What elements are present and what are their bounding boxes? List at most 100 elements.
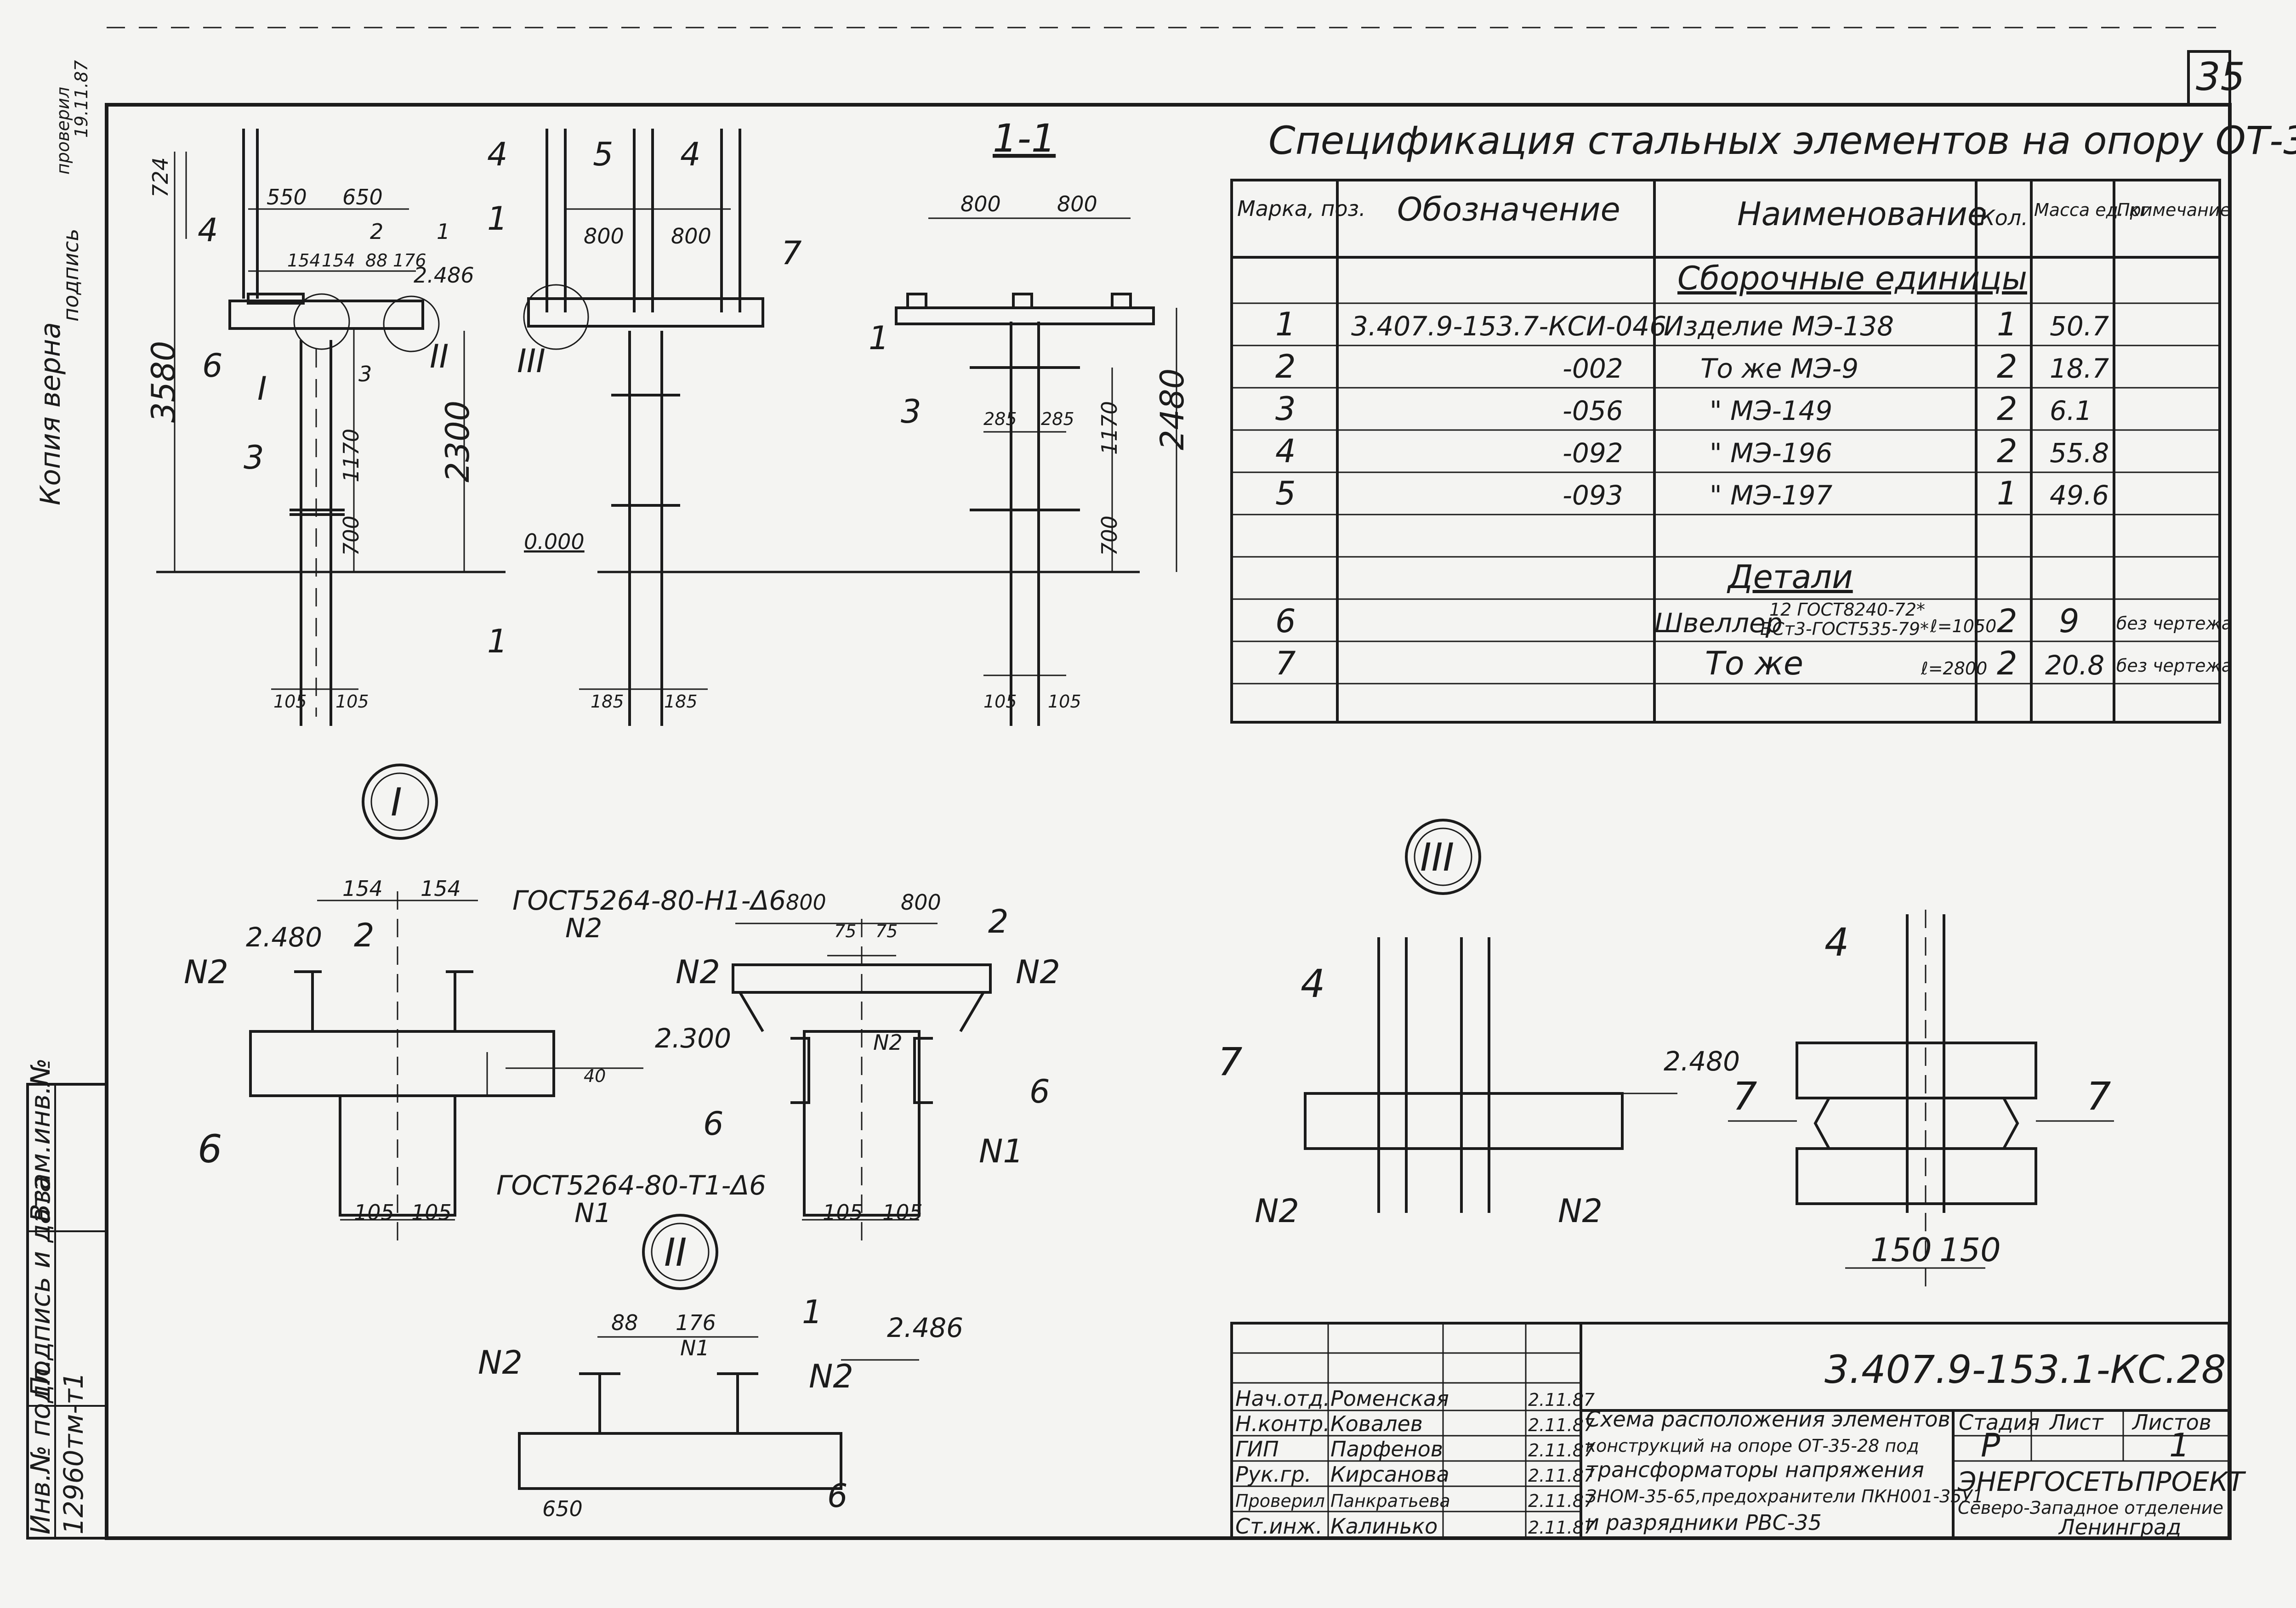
pos-6-detII: 6 xyxy=(827,1477,848,1515)
svg-text:конструкций на опоре ОТ-35-28: конструкций на опоре ОТ-35-28 под xyxy=(1586,1436,1919,1456)
svg-text:2: 2 xyxy=(1997,348,2018,385)
section-assemblies: Сборочные единицы xyxy=(1677,260,2027,297)
detail-III-label: III xyxy=(1420,835,1454,880)
svg-text:Швеллер: Швеллер xyxy=(1654,607,1783,639)
svg-text:Схема расположения элементов: Схема расположения элементов xyxy=(1586,1407,1950,1432)
svg-text:154: 154 xyxy=(287,250,321,271)
pos-5-side: 5 xyxy=(593,136,614,173)
spec-detail-row: 6 Швеллер 12 ГОСТ8240-72* ВСт3-ГОСТ535-7… xyxy=(1275,600,2232,640)
gost-t1-detI: ГОСТ5264-80-Т1-Δ6 xyxy=(496,1170,766,1201)
weld-N1-detII: N1 xyxy=(680,1336,710,1360)
svg-text:" МЭ-197: " МЭ-197 xyxy=(1710,480,1832,511)
svg-text:105: 105 xyxy=(411,1200,452,1225)
svg-text:2: 2 xyxy=(1997,432,2018,470)
svg-text:800: 800 xyxy=(584,224,624,249)
pos-1-detII: 1 xyxy=(802,1293,823,1331)
svg-text:ГИП: ГИП xyxy=(1235,1437,1279,1461)
pos-7-detIIIb-right: 7 xyxy=(2086,1074,2111,1119)
hdr-mass: Масса ед. кг xyxy=(2034,200,2149,220)
gost-t1-sub: N1 xyxy=(574,1197,611,1229)
spec-row: 3 -056 " МЭ-149 2 6.1 xyxy=(1275,390,2092,428)
svg-text:2.11.87: 2.11.87 xyxy=(1528,1491,1595,1511)
pos-6: 6 xyxy=(202,347,223,385)
svg-text:2.300: 2.300 xyxy=(655,1023,731,1054)
svg-text:2480: 2480 xyxy=(1154,368,1191,450)
elevation-view-side: 800 800 185 185 4 5 4 7 III xyxy=(487,129,802,726)
pos-6-detI: 6 xyxy=(198,1127,222,1172)
svg-text:Н.контр.: Н.контр. xyxy=(1235,1411,1330,1436)
svg-text:176: 176 xyxy=(393,250,426,271)
svg-text:105: 105 xyxy=(823,1200,863,1225)
svg-text:7: 7 xyxy=(1275,645,1296,682)
spec-detail-row: 7 То же ℓ=2800 2 20.8 без чертежа xyxy=(1275,645,2232,682)
svg-text:2: 2 xyxy=(1997,602,2018,640)
svg-text:6.1: 6.1 xyxy=(2050,395,2092,426)
svg-text:150: 150 xyxy=(1939,1231,2001,1269)
spec-title: Спецификация стальных элементов на опору… xyxy=(1268,118,2296,163)
title-block: 3.407.9-153.1-КС.28 Нач.отд. Н.контр. ГИ… xyxy=(1230,1322,2246,1540)
svg-text:176: 176 xyxy=(676,1310,716,1335)
svg-text:285: 285 xyxy=(983,409,1017,429)
pos-7-side: 7 xyxy=(781,234,802,272)
svg-text:ℓ=1050: ℓ=1050 xyxy=(1930,616,1996,636)
pos-3b: 3 xyxy=(244,439,264,476)
svg-text:0.000: 0.000 xyxy=(524,529,585,554)
strip-inv-number: 12960тм-т1 xyxy=(58,1372,89,1534)
weld-N2-detIb-left: N2 xyxy=(676,953,720,991)
svg-text:-093: -093 xyxy=(1563,480,1623,511)
svg-text:1: 1 xyxy=(1997,475,2018,512)
svg-text:800: 800 xyxy=(960,192,1001,216)
svg-text:550: 550 xyxy=(267,185,307,209)
svg-text:2.11.87: 2.11.87 xyxy=(1528,1466,1595,1486)
svg-text:Проверил: Проверил xyxy=(1235,1491,1325,1511)
svg-text:и разрядники РВС-35: и разрядники РВС-35 xyxy=(1586,1510,1822,1535)
hdr-qty: Кол. xyxy=(1980,205,2028,230)
pos-6-detIb-right: 6 xyxy=(1029,1073,1050,1110)
strip-label-sign: Подпись и дата xyxy=(25,1176,56,1397)
sheet-number: 35 xyxy=(2196,54,2245,99)
svg-text:Листов: Листов xyxy=(2131,1410,2211,1435)
title-code: 3.407.9-153.1-КС.28 xyxy=(1824,1347,2226,1392)
svg-text:55.8: 55.8 xyxy=(2050,437,2109,469)
margin-check: проверил xyxy=(53,87,73,175)
svg-text:2.486: 2.486 xyxy=(887,1312,963,1343)
callout-II-mark: II xyxy=(430,338,449,375)
svg-text:154: 154 xyxy=(322,250,355,271)
svg-text:Стадия: Стадия xyxy=(1959,1410,2040,1435)
left-stamp-strip: Инв.№ подл. Подпись и дата Взам.инв.№ 12… xyxy=(25,1058,108,1540)
svg-text:154: 154 xyxy=(342,876,383,901)
svg-text:2.486: 2.486 xyxy=(414,263,474,288)
pos-3-sec: 3 xyxy=(901,393,921,430)
svg-text:185: 185 xyxy=(664,691,698,712)
pos-1-sec: 1 xyxy=(869,319,889,357)
svg-text:То же: То же xyxy=(1705,645,1803,682)
svg-text:3: 3 xyxy=(1275,390,1296,428)
svg-text:3580: 3580 xyxy=(145,341,182,423)
svg-text:105: 105 xyxy=(354,1200,394,1225)
svg-text:88: 88 xyxy=(365,250,387,271)
svg-text:трансформаторы напряжения: трансформаторы напряжения xyxy=(1586,1457,1924,1482)
svg-text:105: 105 xyxy=(882,1200,923,1225)
detail-I-label: I xyxy=(391,780,402,825)
weld-N2-detIII-right: N2 xyxy=(1558,1192,1603,1230)
svg-text:ВСт3-ГОСТ535-79*: ВСт3-ГОСТ535-79* xyxy=(1760,619,1929,639)
spec-row: 5 -093 " МЭ-197 1 49.6 xyxy=(1275,475,2109,512)
svg-text:-002: -002 xyxy=(1563,353,1623,384)
gost-n1-sub: N2 xyxy=(565,912,602,944)
svg-text:Калинько: Калинько xyxy=(1330,1514,1438,1539)
hdr-designation: Обозначение xyxy=(1397,191,1620,228)
margin-notes: Копия верна подпись 19.11.87 проверил xyxy=(34,60,91,505)
detail-I-section: 800 800 75 75 105 105 2 6 6 N2 N2 N2 N1 xyxy=(676,890,1060,1240)
svg-text:Ковалев: Ковалев xyxy=(1330,1411,1423,1436)
weld-N2-detIb-right: N2 xyxy=(1016,953,1060,991)
weld-N1-detIb: N1 xyxy=(979,1132,1023,1170)
svg-text:Изделие МЭ-138: Изделие МЭ-138 xyxy=(1664,311,1894,342)
svg-text:1170: 1170 xyxy=(339,429,364,482)
svg-text:800: 800 xyxy=(786,890,826,915)
svg-text:ℓ=2800: ℓ=2800 xyxy=(1921,658,1987,679)
svg-text:1: 1 xyxy=(2169,1427,2190,1464)
svg-text:700: 700 xyxy=(339,515,364,556)
svg-text:" МЭ-196: " МЭ-196 xyxy=(1710,437,1832,469)
detail-III-side: 150 150 4 7 7 xyxy=(1728,910,2114,1286)
spec-row: 1 3.407.9-153.7-КСИ-046 Изделие МЭ-138 1… xyxy=(1275,306,2109,343)
